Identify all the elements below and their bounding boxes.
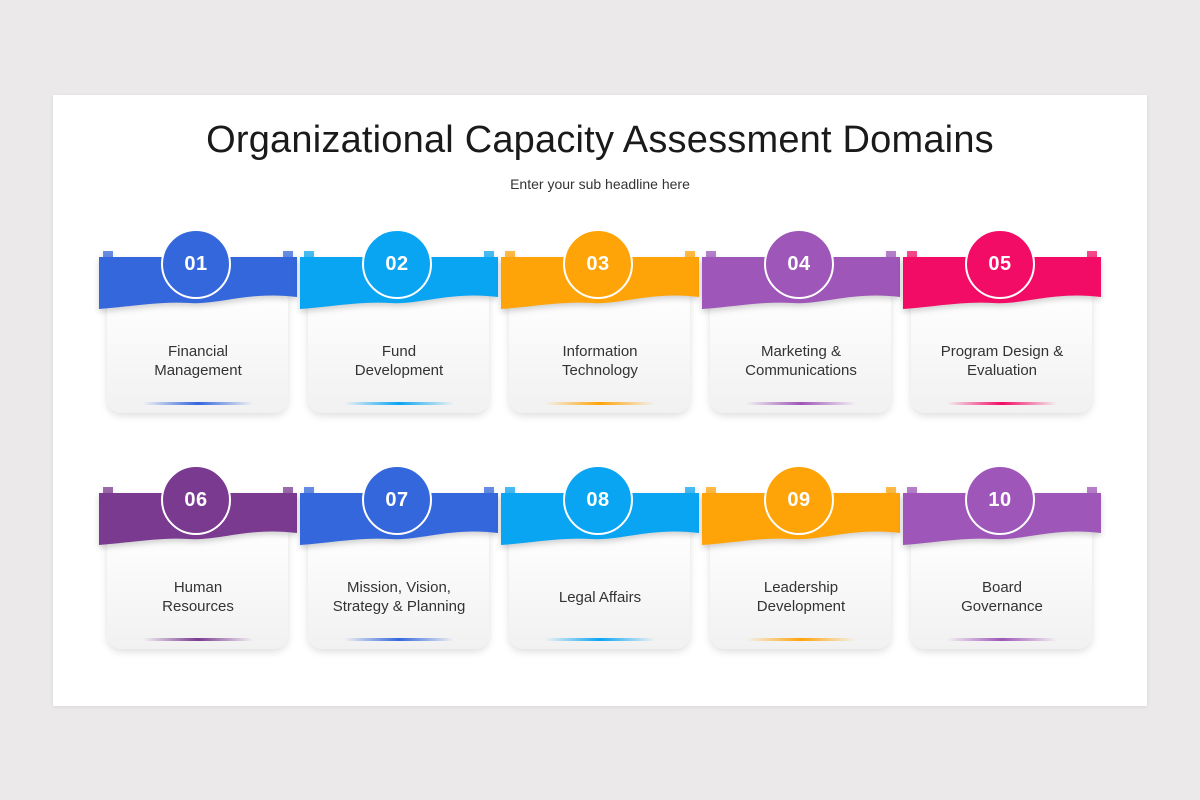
domain-number-badge: 05 <box>965 229 1035 299</box>
domain-accent-line <box>746 402 856 405</box>
domain-card-body <box>509 523 690 649</box>
domain-number-badge: 09 <box>764 465 834 535</box>
page-subtitle: Enter your sub headline here <box>510 176 690 192</box>
domain-accent-line <box>947 402 1057 405</box>
domain-label: Board Governance <box>961 579 1043 615</box>
domain-label: Legal Affairs <box>558 588 642 606</box>
domain-label: Mission, Vision, Strategy & Planning <box>332 579 466 615</box>
domain-card-body <box>107 523 288 649</box>
domain-accent-line <box>143 402 253 405</box>
domain-accent-line <box>344 402 454 405</box>
domain-number-badge: 07 <box>362 465 432 535</box>
domain-number-badge: 04 <box>764 229 834 299</box>
domain-card-body <box>911 523 1092 649</box>
domain-label: Information Technology <box>562 343 638 379</box>
domain-number-badge: 10 <box>965 465 1035 535</box>
domain-label: Financial Management <box>154 343 242 379</box>
domain-accent-line <box>545 638 655 641</box>
domain-number-badge: 06 <box>161 465 231 535</box>
slide: Organizational Capacity Assessment Domai… <box>53 95 1147 706</box>
domain-number-badge: 03 <box>563 229 633 299</box>
domain-label: Marketing & Communications <box>745 343 857 379</box>
page-title: Organizational Capacity Assessment Domai… <box>206 119 994 161</box>
domain-card-body <box>509 287 690 413</box>
domain-accent-line <box>344 638 454 641</box>
domain-card-body <box>308 287 489 413</box>
domain-card-body <box>710 287 891 413</box>
domain-card-body <box>911 287 1092 413</box>
domain-card-body <box>107 287 288 413</box>
domain-accent-line <box>545 402 655 405</box>
domain-card-body <box>710 523 891 649</box>
domain-number-badge: 02 <box>362 229 432 299</box>
domain-card-body <box>308 523 489 649</box>
domain-accent-line <box>143 638 253 641</box>
domain-label: Program Design & Evaluation <box>940 343 1064 379</box>
domain-label: Leadership Development <box>756 579 846 615</box>
domain-number-badge: 01 <box>161 229 231 299</box>
domain-number-badge: 08 <box>563 465 633 535</box>
domain-accent-line <box>947 638 1057 641</box>
domain-accent-line <box>746 638 856 641</box>
domain-label: Fund Development <box>354 343 444 379</box>
domain-label: Human Resources <box>162 579 234 615</box>
